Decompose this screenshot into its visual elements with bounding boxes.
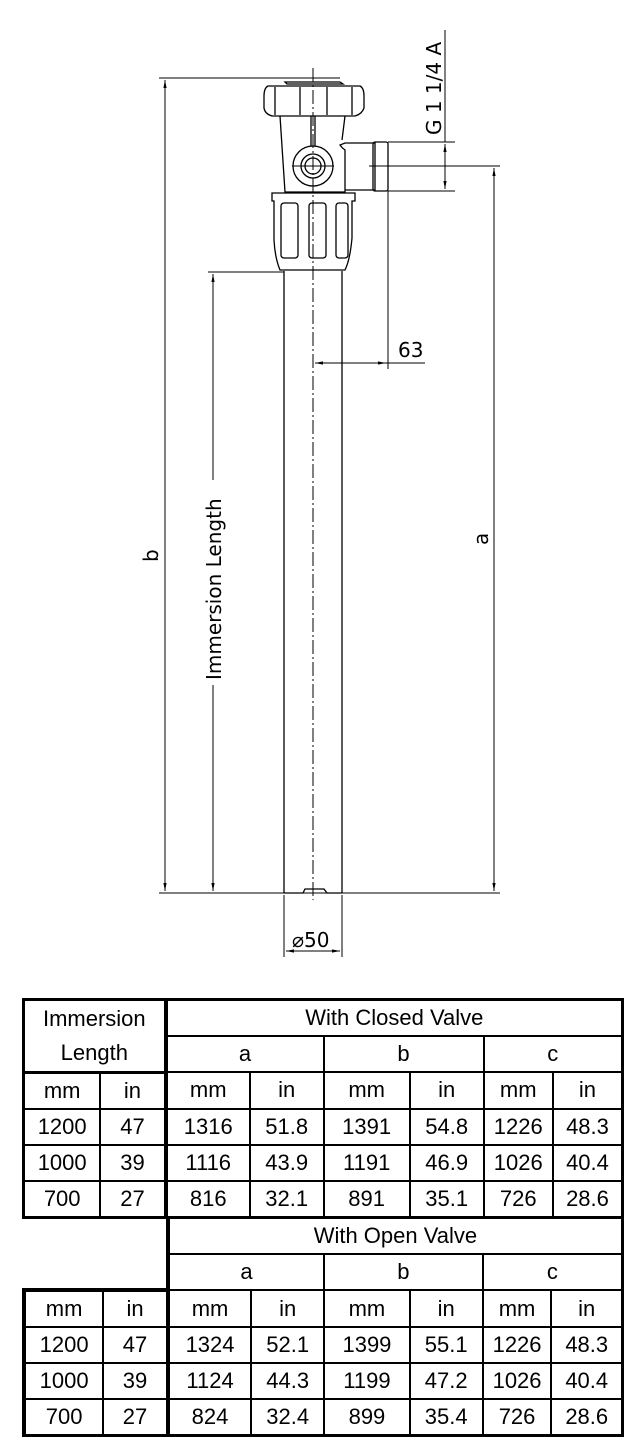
cell: 51.8 [248,1107,325,1146]
immersion-header-line2: Length [23,1036,168,1074]
dimension-b-label: b [139,549,163,562]
cell: 726 [481,1398,553,1437]
cell: 54.8 [408,1107,485,1146]
unit-cell: mm [482,1071,554,1110]
cell: 55.1 [408,1326,484,1364]
cell: 1191 [322,1143,411,1182]
group-b-header: b [322,1035,485,1073]
unit-cell: mm [323,1289,411,1328]
group-a-header: a [164,1035,325,1073]
cell: 1124 [165,1362,253,1400]
unit-cell: mm [22,1071,102,1110]
unit-cell: in [102,1289,169,1328]
immersion-length-label: Immersion Length [202,498,226,680]
group-c-header: c [482,1035,624,1073]
cell: 44.3 [250,1362,326,1400]
cell: 40.4 [550,1362,625,1400]
diameter-dimension-label: ⌀50 [292,928,330,952]
immersion-header-line1: Immersion [23,999,168,1036]
cell: 27 [99,1179,167,1218]
units-row: mm in mm in mm in mm in [21,1289,625,1328]
cell: 1000 [21,1362,105,1400]
dimension-lines [159,30,500,957]
unit-cell: mm [481,1289,553,1328]
open-valve-title: With Open Valve [165,1219,624,1255]
cell: 52.1 [250,1326,326,1364]
group-b-header: b [323,1253,484,1291]
unit-cell: in [408,1289,484,1328]
table-row: 1200 47 1316 51.8 1391 54.8 1226 48.3 [22,1107,624,1146]
cell: 726 [482,1179,554,1218]
cell: 1226 [482,1107,554,1146]
cell: 35.4 [408,1398,484,1437]
cell: 32.1 [248,1179,325,1218]
cell: 47 [102,1326,169,1364]
cell: 1200 [21,1326,105,1364]
table-row: 1000 39 1124 44.3 1199 47.2 1026 40.4 [21,1362,625,1400]
cell: 1199 [323,1362,411,1400]
closed-valve-table: Immersion With Closed Valve Length a b c… [22,998,624,1219]
cell: 32.4 [250,1398,326,1437]
cell: 47 [99,1107,167,1146]
cell: 700 [22,1179,102,1218]
cell: 1026 [482,1143,554,1182]
cell: 48.3 [551,1107,624,1146]
unit-cell: in [99,1071,167,1110]
unit-cell: in [248,1071,325,1110]
cell: 1399 [323,1326,411,1364]
unit-cell: in [551,1071,624,1110]
unit-cell: in [550,1289,625,1328]
group-a-header: a [165,1253,326,1291]
units-row: mm in mm in mm in mm in [22,1071,624,1110]
cell: 46.9 [408,1143,485,1182]
cell: 700 [21,1398,105,1437]
unit-cell: mm [163,1071,251,1110]
valve-body [263,81,389,894]
cell: 28.6 [551,1179,624,1218]
offset-dimension-label: 63 [398,338,423,362]
cell: 1226 [481,1326,553,1364]
unit-cell: mm [165,1289,253,1328]
cell: 35.1 [408,1179,485,1218]
cell: 1316 [163,1107,251,1146]
cell: 824 [165,1398,253,1437]
cell: 1324 [165,1326,253,1364]
cell: 1200 [22,1107,102,1146]
cell: 1026 [481,1362,553,1400]
cell: 1391 [322,1107,411,1146]
table-row: 700 27 816 32.1 891 35.1 726 28.6 [22,1179,624,1218]
cell: 47.2 [408,1362,484,1400]
cell: 1000 [22,1143,102,1182]
unit-cell: mm [322,1071,411,1110]
technical-drawing: G 1 1/4 A 63 ⌀50 b a Immersion Length [139,30,500,957]
table-row: 700 27 824 32.4 899 35.4 726 28.6 [21,1398,625,1437]
cell: 816 [163,1179,251,1218]
cell: 39 [102,1362,169,1400]
cell: 39 [99,1143,167,1182]
cell: 891 [322,1179,411,1218]
thread-label: G 1 1/4 A [422,42,446,135]
unit-cell: in [250,1289,326,1328]
cell: 1116 [163,1143,251,1182]
unit-cell: in [408,1071,485,1110]
cell: 28.6 [550,1398,625,1437]
cell: 27 [102,1398,169,1437]
cell: 48.3 [550,1326,625,1364]
open-valve-table: With Open Valve a b c mm in mm in mm in … [21,1219,625,1437]
closed-valve-title: With Closed Valve [164,998,624,1037]
table-row: 1000 39 1116 43.9 1191 46.9 1026 40.4 [22,1143,624,1182]
cell: 43.9 [248,1143,325,1182]
cell: 899 [323,1398,411,1437]
cell: 40.4 [551,1143,624,1182]
unit-cell: mm [21,1289,105,1328]
dimension-a-label: a [469,533,493,545]
table-row: 1200 47 1324 52.1 1399 55.1 1226 48.3 [21,1326,625,1364]
group-c-header: c [481,1253,624,1291]
